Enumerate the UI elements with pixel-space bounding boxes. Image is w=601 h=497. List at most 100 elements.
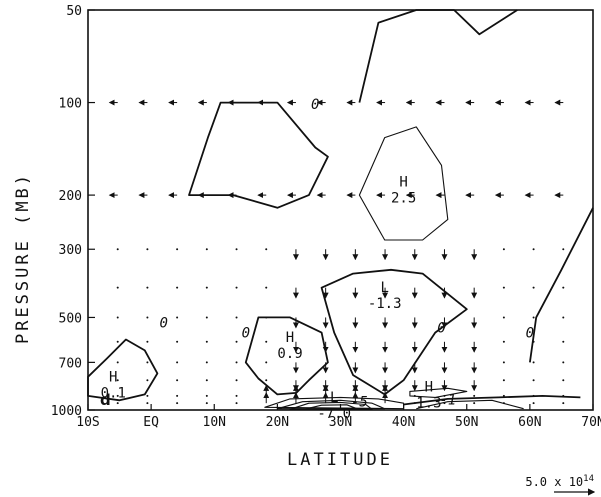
wind-vector [146,248,149,251]
contour-lines [87,9,594,411]
wind-vector [532,316,535,319]
wind-vector [146,286,149,289]
x-tick-label: 70N [581,415,601,430]
contour-level-label: 0 [526,325,534,341]
y-tick-label: 200 [59,189,82,204]
contour-line [320,268,468,396]
wind-vector [235,402,238,405]
contour-line [403,394,581,406]
contour-line [409,387,468,398]
wind-vector [473,394,476,397]
wind-vector [146,402,149,405]
wind-vector [532,379,535,382]
wind-vector [205,316,208,319]
wind-vector [205,286,208,289]
center-label: H [399,174,407,190]
wind-vector [116,379,119,382]
wind-vector [176,394,179,397]
wind-vector [235,361,238,364]
wind-vector [265,361,268,364]
wind-vector [532,248,535,251]
wind-vector [532,286,535,289]
wind-vector [146,361,149,364]
wind-vector [532,361,535,364]
contour-level-label: -5 [351,395,368,411]
x-tick-label: 50N [455,415,478,430]
wind-vector [265,286,268,289]
y-axis-title: PRESSURE (MB) [13,172,33,344]
wind-vector [116,394,119,397]
wind-vector [205,379,208,382]
contour-line [358,9,518,103]
wind-vector [205,361,208,364]
plot-frame [87,9,594,411]
wind-vector [265,340,268,343]
x-tick-label: 20N [266,415,289,430]
wind-vector [235,394,238,397]
wind-vector [265,379,268,382]
wind-vector [562,316,565,319]
center-value: -1.3 [368,296,402,312]
wind-vector [146,394,149,397]
wind-vector [116,286,119,289]
wind-vector [235,286,238,289]
wind-vector [502,286,505,289]
wind-vector-field [108,99,565,405]
wind-vector [502,379,505,382]
wind-vector [176,248,179,251]
y-tick-label: 500 [59,311,82,326]
wind-vector [502,361,505,364]
contour-line [416,399,524,410]
x-tick-label: 40N [392,415,415,430]
panel-label: d [100,391,111,409]
contour-line [302,404,360,411]
wind-vector [502,340,505,343]
wind-vector [532,402,535,405]
wind-vector [205,340,208,343]
center-value: 0.1 [101,386,126,402]
contour-line [529,207,594,363]
wind-vector [176,361,179,364]
wind-vector [235,248,238,251]
contour-level-label: 0 [242,325,250,341]
y-tick-label: 1000 [51,404,82,419]
wind-vector [562,340,565,343]
wind-vector [146,340,149,343]
wind-vector [502,316,505,319]
contour-level-label: 0 [160,316,168,332]
y-tick-label: 700 [59,356,82,371]
wind-vector [116,402,119,405]
center-value: 0.9 [277,346,302,362]
x-tick-label: EQ [143,415,159,430]
center-label: L [380,280,388,296]
x-tick-label: 10S [76,415,99,430]
wind-vector [562,248,565,251]
wind-vector [176,316,179,319]
wind-vector [205,394,208,397]
contour-level-label: 0 [311,97,319,113]
wind-vector [265,248,268,251]
center-value: -7.0 [317,406,351,422]
wind-vector [116,316,119,319]
x-tick-label: 10N [203,415,226,430]
wind-vector [562,286,565,289]
contour-line [276,399,386,410]
center-value: 1.3 [416,396,441,412]
contour-line [244,316,329,396]
center-label: H [425,380,433,396]
wind-vector [235,340,238,343]
x-tick-label: 30N [329,415,352,430]
scale-arrow-label: 5.0 x 1014 [525,474,594,489]
y-tick-label: 50 [66,4,82,19]
contour-level-label: 0 [437,321,445,337]
wind-vector [176,340,179,343]
wind-vector [116,248,119,251]
wind-vector [562,402,565,405]
wind-vector [562,361,565,364]
contour-line [188,101,329,209]
